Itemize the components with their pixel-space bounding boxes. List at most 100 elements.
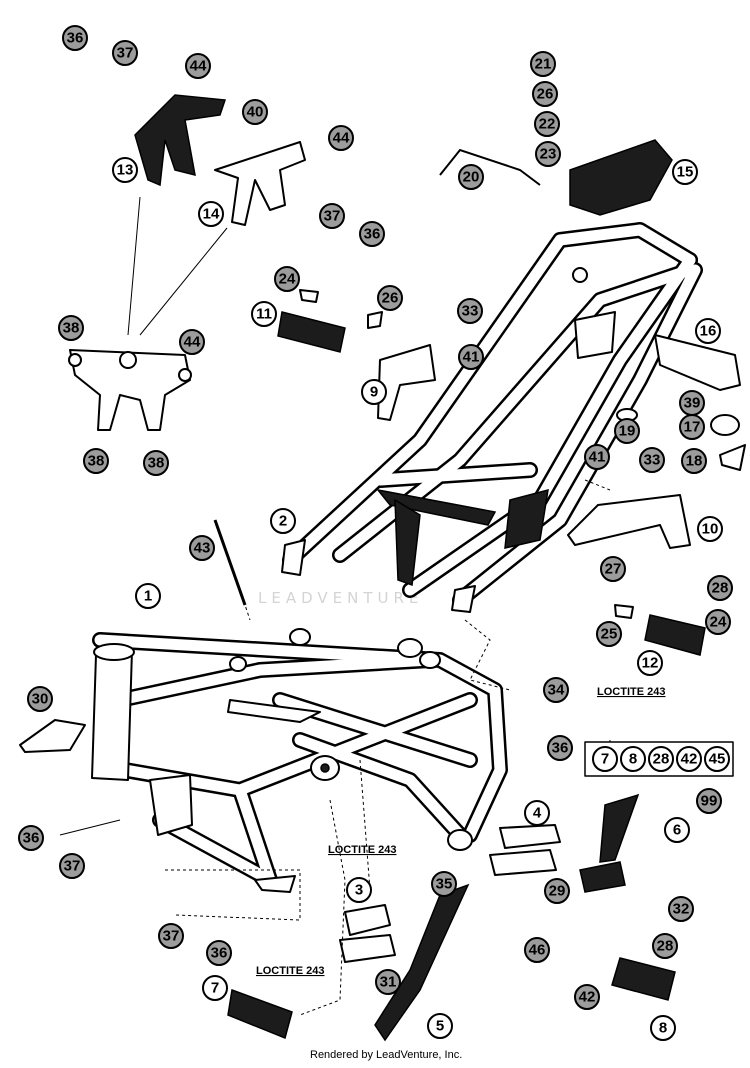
callout-42[interactable]: 42 bbox=[574, 984, 600, 1010]
callout-34[interactable]: 34 bbox=[543, 677, 569, 703]
callout-37-left[interactable]: 37 bbox=[59, 853, 85, 879]
callout-14[interactable]: 14 bbox=[198, 201, 224, 227]
callout-33-right[interactable]: 33 bbox=[639, 447, 665, 473]
callout-10[interactable]: 10 bbox=[697, 516, 723, 542]
svg-text:42: 42 bbox=[579, 989, 596, 1006]
callout-13[interactable]: 13 bbox=[112, 157, 138, 183]
callout-28-bottom[interactable]: 28 bbox=[652, 933, 678, 959]
callout-bubbles: 1 2 3 4 5 6 7 8 9 10 11 12 13 14 15 16 1… bbox=[18, 25, 733, 1041]
kit-item-7[interactable]: 7 bbox=[592, 746, 618, 772]
svg-text:29: 29 bbox=[549, 883, 566, 900]
callout-18[interactable]: 18 bbox=[681, 448, 707, 474]
callout-38-top[interactable]: 38 bbox=[58, 315, 84, 341]
callout-31[interactable]: 31 bbox=[375, 969, 401, 995]
callout-16[interactable]: 16 bbox=[695, 318, 721, 344]
svg-text:7: 7 bbox=[601, 751, 609, 768]
svg-text:41: 41 bbox=[463, 349, 480, 366]
callout-44-top[interactable]: 44 bbox=[328, 125, 354, 151]
svg-text:37: 37 bbox=[163, 928, 180, 945]
svg-text:21: 21 bbox=[535, 56, 552, 73]
callout-24-left[interactable]: 24 bbox=[274, 266, 300, 292]
callout-26-top[interactable]: 26 bbox=[532, 81, 558, 107]
svg-text:38: 38 bbox=[148, 455, 165, 472]
svg-text:23: 23 bbox=[540, 146, 557, 163]
svg-text:39: 39 bbox=[684, 395, 701, 412]
callout-41-top[interactable]: 41 bbox=[458, 344, 484, 370]
callout-44-plate[interactable]: 44 bbox=[179, 329, 205, 355]
kit-box: 7 8 28 42 45 bbox=[584, 741, 734, 777]
svg-text:20: 20 bbox=[463, 169, 480, 186]
callout-8[interactable]: 8 bbox=[650, 1015, 676, 1041]
callout-37-top[interactable]: 37 bbox=[319, 203, 345, 229]
callout-33-top[interactable]: 33 bbox=[457, 298, 483, 324]
kit-item-45[interactable]: 45 bbox=[704, 746, 730, 772]
svg-text:1: 1 bbox=[144, 588, 152, 605]
callout-19[interactable]: 19 bbox=[614, 418, 640, 444]
callout-46[interactable]: 46 bbox=[524, 937, 550, 963]
callout-1[interactable]: 1 bbox=[135, 583, 161, 609]
callout-36-top[interactable]: 36 bbox=[359, 221, 385, 247]
svg-text:36: 36 bbox=[211, 945, 228, 962]
callout-27[interactable]: 27 bbox=[600, 556, 626, 582]
callout-37-topleft[interactable]: 37 bbox=[112, 40, 138, 66]
kit-item-28[interactable]: 28 bbox=[648, 746, 674, 772]
svg-text:30: 30 bbox=[32, 691, 49, 708]
callout-99[interactable]: 99 bbox=[696, 788, 722, 814]
callout-11[interactable]: 11 bbox=[251, 301, 277, 327]
svg-text:28: 28 bbox=[657, 938, 674, 955]
callout-24-right[interactable]: 24 bbox=[705, 609, 731, 635]
svg-text:36: 36 bbox=[364, 226, 381, 243]
callout-43[interactable]: 43 bbox=[189, 535, 215, 561]
callout-5[interactable]: 5 bbox=[427, 1013, 453, 1039]
callout-17[interactable]: 17 bbox=[679, 414, 705, 440]
main-frame-drawing bbox=[19, 628, 508, 893]
svg-text:40: 40 bbox=[247, 104, 264, 121]
svg-text:34: 34 bbox=[548, 682, 565, 699]
callout-20[interactable]: 20 bbox=[458, 164, 484, 190]
svg-text:28: 28 bbox=[712, 580, 729, 597]
callout-23[interactable]: 23 bbox=[535, 141, 561, 167]
svg-text:31: 31 bbox=[380, 974, 397, 991]
kit-item-42[interactable]: 42 bbox=[676, 746, 702, 772]
callout-35[interactable]: 35 bbox=[431, 871, 457, 897]
svg-text:35: 35 bbox=[436, 876, 453, 893]
callout-36-topleft[interactable]: 36 bbox=[62, 25, 88, 51]
svg-text:7: 7 bbox=[211, 980, 219, 997]
callout-21[interactable]: 21 bbox=[530, 51, 556, 77]
callout-26-mid[interactable]: 26 bbox=[377, 285, 403, 311]
callout-40[interactable]: 40 bbox=[242, 99, 268, 125]
callout-38-bottomleft[interactable]: 38 bbox=[83, 448, 109, 474]
svg-text:44: 44 bbox=[184, 334, 201, 351]
callout-36-bottom[interactable]: 36 bbox=[206, 940, 232, 966]
callout-36-right[interactable]: 36 bbox=[547, 735, 573, 761]
callout-39[interactable]: 39 bbox=[679, 390, 705, 416]
callout-29[interactable]: 29 bbox=[544, 878, 570, 904]
callout-2[interactable]: 2 bbox=[270, 508, 296, 534]
callout-41-right[interactable]: 41 bbox=[584, 444, 610, 470]
callout-25[interactable]: 25 bbox=[596, 621, 622, 647]
callout-32[interactable]: 32 bbox=[668, 896, 694, 922]
loctite-notes: LOCTITE 243 LOCTITE 243 LOCTITE 243 bbox=[256, 686, 665, 977]
callout-30[interactable]: 30 bbox=[27, 686, 53, 712]
callout-44-topleft[interactable]: 44 bbox=[185, 53, 211, 79]
callout-15[interactable]: 15 bbox=[672, 159, 698, 185]
callout-22[interactable]: 22 bbox=[534, 111, 560, 137]
callout-3[interactable]: 3 bbox=[346, 877, 372, 903]
svg-text:4: 4 bbox=[533, 805, 542, 822]
callout-4[interactable]: 4 bbox=[524, 800, 550, 826]
callout-37-bottom[interactable]: 37 bbox=[158, 923, 184, 949]
callout-7[interactable]: 7 bbox=[202, 975, 228, 1001]
kit-item-8[interactable]: 8 bbox=[620, 746, 646, 772]
callout-9[interactable]: 9 bbox=[361, 379, 387, 405]
callout-6[interactable]: 6 bbox=[664, 817, 690, 843]
callout-36-left[interactable]: 36 bbox=[18, 825, 44, 851]
loctite-note-mid: LOCTITE 243 bbox=[328, 844, 396, 856]
callout-28-top[interactable]: 28 bbox=[707, 575, 733, 601]
callout-12[interactable]: 12 bbox=[637, 650, 663, 676]
svg-text:8: 8 bbox=[659, 1020, 667, 1037]
svg-text:44: 44 bbox=[333, 130, 350, 147]
svg-text:14: 14 bbox=[203, 206, 220, 223]
callout-38-bottomright[interactable]: 38 bbox=[143, 450, 169, 476]
svg-text:3: 3 bbox=[355, 882, 363, 899]
svg-text:18: 18 bbox=[686, 453, 703, 470]
